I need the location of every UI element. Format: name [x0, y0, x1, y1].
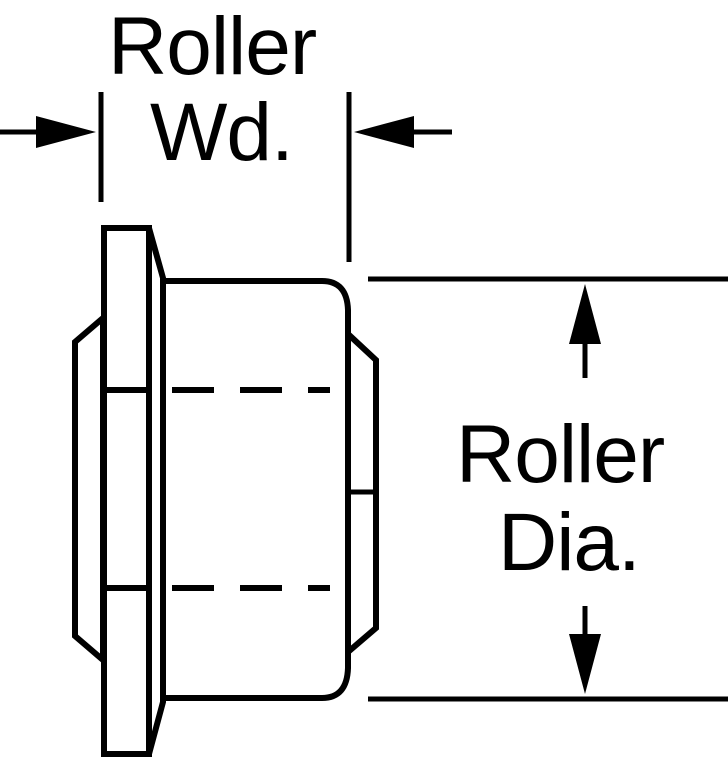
- roller-width-label-line1: Roller: [108, 1, 317, 92]
- roller-diameter-label-line2: Dia.: [498, 497, 641, 588]
- roller-drawing: [72, 225, 379, 757]
- diameter-arrow-up: [569, 284, 601, 378]
- diameter-arrow-down: [569, 606, 601, 694]
- roller-body: [163, 278, 351, 701]
- flange-bevel: [146, 227, 166, 755]
- width-arrow-right: [354, 116, 452, 148]
- flange-plate: [101, 225, 152, 757]
- roller-diameter-label-line1: Roller: [456, 409, 665, 500]
- roller-width-label-line2: Wd.: [150, 87, 294, 178]
- width-arrow-left: [0, 116, 96, 148]
- left-hub: [72, 311, 106, 667]
- right-hub: [345, 327, 379, 659]
